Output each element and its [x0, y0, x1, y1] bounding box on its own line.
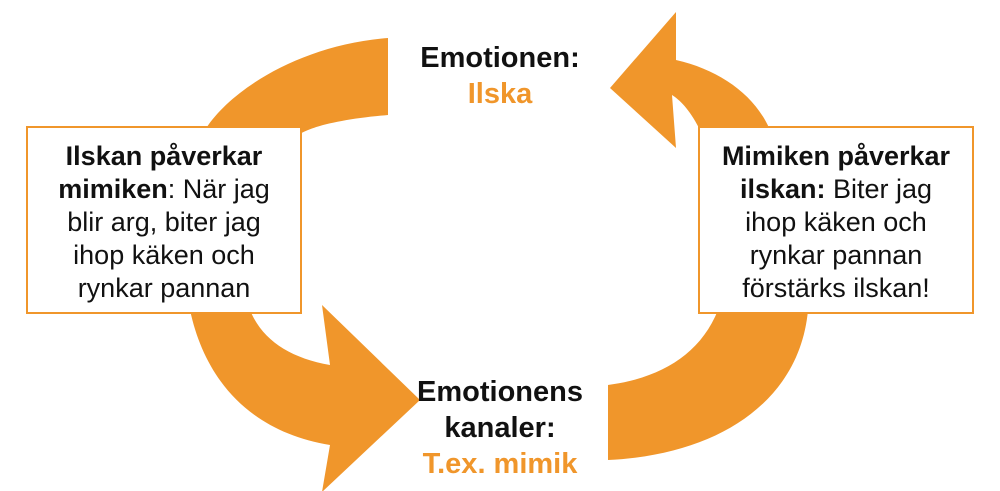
- box-right-line-4: rynkar pannan: [749, 240, 923, 270]
- box-right-line-3: ihop käken och: [745, 207, 927, 237]
- box-left-line-3: blir arg, biter jag: [67, 207, 261, 237]
- node-channels-value: T.ex. mimik: [422, 448, 578, 480]
- arrow-band-top-left: [205, 38, 388, 140]
- box-right-bold-2: ilskan:: [739, 174, 826, 204]
- node-emotion-title: Emotionen:: [420, 42, 580, 74]
- node-emotion: Emotionen: Ilska: [370, 40, 630, 112]
- node-emotion-channels: Emotionens kanaler: T.ex. mimik: [360, 374, 640, 482]
- box-expression-affects-anger: Mimiken påverkar ilskan: Biter jag ihop …: [698, 126, 974, 314]
- node-emotion-value: Ilska: [467, 78, 533, 110]
- box-left-bold-1: Ilskan påverkar: [65, 141, 263, 171]
- arrow-left-to-bottom: [190, 305, 420, 491]
- box-right-rest-2: Biter jag: [825, 174, 933, 204]
- arrow-right-to-top: [610, 12, 770, 148]
- box-left-line-5: rynkar pannan: [77, 273, 251, 303]
- box-right-bold-1: Mimiken påverkar: [721, 141, 951, 171]
- box-anger-affects-expression: Ilskan påverkar mimiken: När jag blir ar…: [26, 126, 302, 314]
- box-left-bold-2: mimiken: [58, 174, 168, 204]
- arrow-band-bottom-right: [608, 310, 808, 460]
- box-right-line-5: förstärks ilskan!: [742, 273, 930, 303]
- box-left-rest-2: : När jag: [167, 174, 270, 204]
- box-left-line-4: ihop käken och: [73, 240, 255, 270]
- node-channels-title-line2: kanaler:: [444, 412, 556, 444]
- node-channels-title-line1: Emotionens: [417, 376, 583, 408]
